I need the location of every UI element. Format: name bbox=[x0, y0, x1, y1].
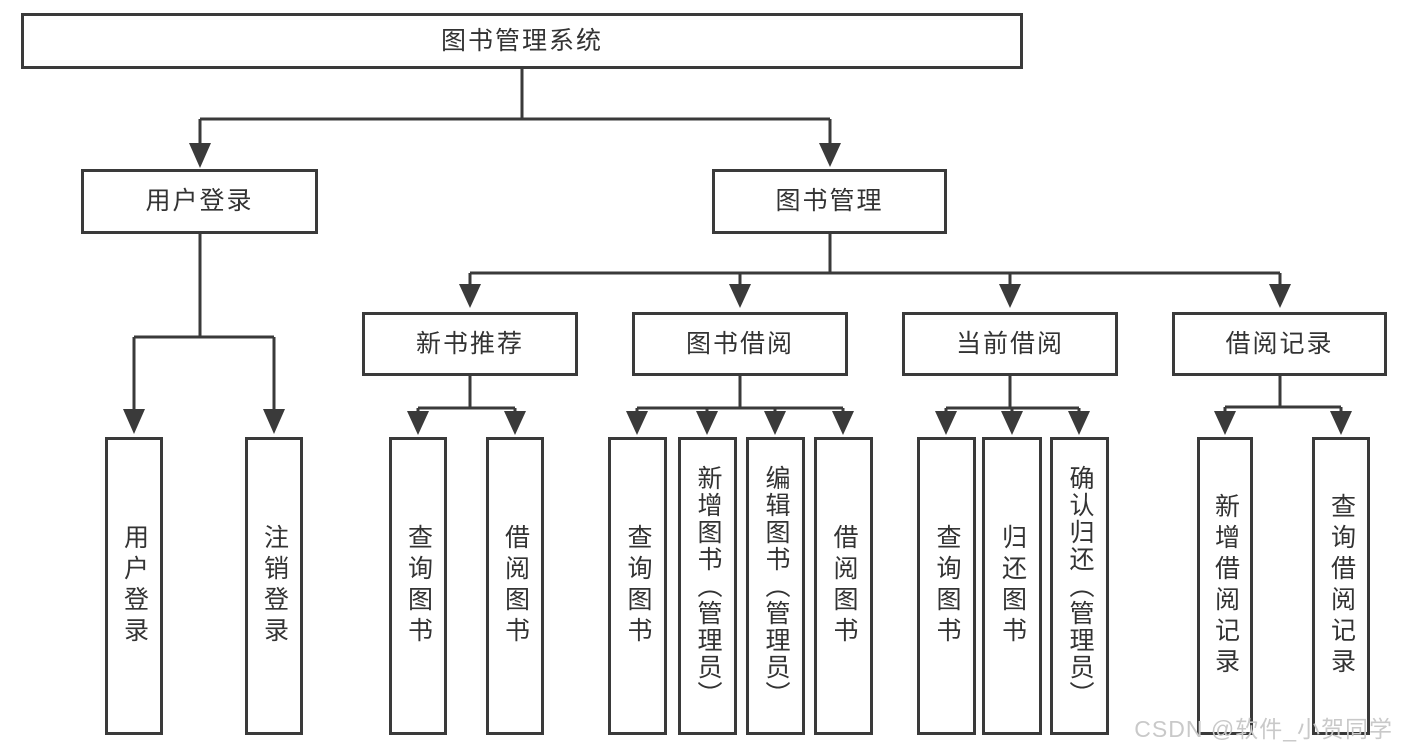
node-label: 新增借阅记录 bbox=[1211, 493, 1240, 679]
node-label: 查询图书 bbox=[933, 524, 961, 648]
leaf-query-books-recommend: 查询图书 bbox=[389, 437, 447, 735]
node-label: 当前借阅 bbox=[955, 329, 1064, 358]
leaf-user-login: 用户登录 bbox=[105, 437, 163, 735]
leaf-query-borrow-record: 查询借阅记录 bbox=[1312, 437, 1370, 735]
node-label: 借阅图书 bbox=[830, 524, 858, 648]
node-label: 新书推荐 bbox=[415, 329, 524, 358]
node-label: 查询图书 bbox=[624, 524, 652, 648]
leaf-query-books-current: 查询图书 bbox=[917, 437, 976, 735]
node-label: 归还图书 bbox=[998, 524, 1027, 648]
node-label: 图书借阅 bbox=[685, 329, 794, 358]
node-label: 新增图书（管理员） bbox=[694, 464, 722, 708]
leaf-confirm-return-admin: 确认归还（管理员） bbox=[1050, 437, 1109, 735]
node-user-login: 用户登录 bbox=[81, 169, 318, 234]
leaf-return-books: 归还图书 bbox=[982, 437, 1042, 735]
leaf-logout: 注销登录 bbox=[245, 437, 303, 735]
node-label: 图书管理 bbox=[775, 187, 884, 215]
node-label: 确认归还（管理员） bbox=[1066, 464, 1094, 708]
leaf-query-books-borrowing: 查询图书 bbox=[608, 437, 667, 735]
node-label: 借阅记录 bbox=[1225, 329, 1334, 358]
node-borrowing-records: 借阅记录 bbox=[1172, 312, 1387, 376]
leaf-borrow-books-recommend: 借阅图书 bbox=[486, 437, 544, 735]
node-new-book-recommendation: 新书推荐 bbox=[362, 312, 578, 376]
leaf-add-borrow-record: 新增借阅记录 bbox=[1197, 437, 1253, 735]
leaf-borrow-books: 借阅图书 bbox=[814, 437, 873, 735]
node-library-management-system: 图书管理系统 bbox=[21, 13, 1023, 69]
node-label: 查询借阅记录 bbox=[1327, 493, 1356, 679]
node-book-management: 图书管理 bbox=[712, 169, 947, 234]
node-label: 图书管理系统 bbox=[440, 26, 603, 55]
node-label: 借阅图书 bbox=[501, 524, 530, 648]
node-book-borrowing: 图书借阅 bbox=[632, 312, 848, 376]
node-label: 编辑图书（管理员） bbox=[762, 464, 790, 708]
node-label: 用户登录 bbox=[120, 524, 149, 648]
node-current-borrowing: 当前借阅 bbox=[902, 312, 1118, 376]
leaf-add-books-admin: 新增图书（管理员） bbox=[678, 437, 737, 735]
node-label: 查询图书 bbox=[404, 524, 433, 648]
leaf-edit-books-admin: 编辑图书（管理员） bbox=[746, 437, 805, 735]
node-label: 用户登录 bbox=[145, 187, 254, 215]
node-label: 注销登录 bbox=[260, 524, 289, 648]
csdn-watermark: CSDN @软件_小贺同学 bbox=[1134, 716, 1393, 742]
